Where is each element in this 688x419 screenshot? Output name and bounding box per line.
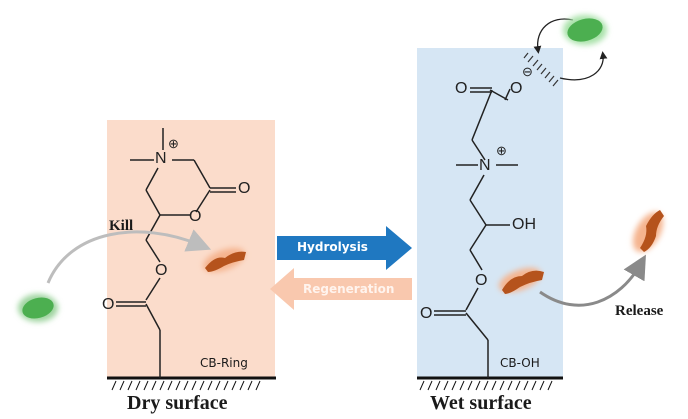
atom-o-carbonyl2-ring: O — [102, 296, 115, 313]
kill-arrow — [46, 229, 212, 284]
wet-surface-label: Wet surface — [430, 392, 532, 414]
hydrolysis-arrow — [277, 226, 412, 270]
atom-oh: OH — [512, 216, 536, 233]
dead-bacterium-middle — [203, 247, 246, 273]
cb-oh-structure — [434, 87, 518, 378]
binding-arrow-in — [533, 18, 574, 54]
charge-plus-ring: ⊕ — [168, 136, 179, 151]
hydrolysis-label: Hydrolysis — [297, 240, 368, 254]
charge-plus-oh: ⊕ — [496, 143, 507, 158]
atom-n-ring: N — [155, 150, 167, 167]
wet-surface-line — [417, 376, 563, 391]
charge-minus: ⊖ — [522, 64, 533, 79]
kill-label: Kill — [109, 218, 134, 234]
atom-o-ester-ring: O — [155, 262, 168, 279]
atom-n-oh: N — [479, 157, 491, 174]
atom-o-carbonyl-oh: O — [420, 305, 433, 322]
cb-ring-label: CB-Ring — [200, 356, 248, 370]
live-bacterium-top — [563, 15, 607, 45]
dry-surface-line — [107, 376, 276, 391]
release-label: Release — [615, 303, 664, 319]
electrostatic-hash-marks — [523, 52, 559, 87]
cb-oh-label: CB-OH — [500, 356, 540, 370]
release-arrow — [539, 254, 646, 307]
binding-arrow-out — [559, 51, 608, 81]
live-bacterium-left — [18, 294, 58, 322]
dead-bacterium-surface — [499, 267, 544, 294]
atom-o-carbonyl-ring: O — [238, 180, 251, 197]
dead-bacterium-released — [632, 210, 664, 252]
cb-oh-panel — [417, 48, 563, 378]
atom-o-ester-oh: O — [475, 272, 488, 289]
atom-o-carboxylate: O — [510, 80, 523, 97]
atom-o-carboxyl: O — [455, 80, 468, 97]
regeneration-arrow — [270, 268, 412, 310]
cb-ring-structure — [116, 128, 236, 378]
regeneration-label: Regeneration — [303, 282, 395, 296]
atom-o-ring: O — [189, 208, 202, 225]
dry-surface-label: Dry surface — [127, 392, 228, 414]
